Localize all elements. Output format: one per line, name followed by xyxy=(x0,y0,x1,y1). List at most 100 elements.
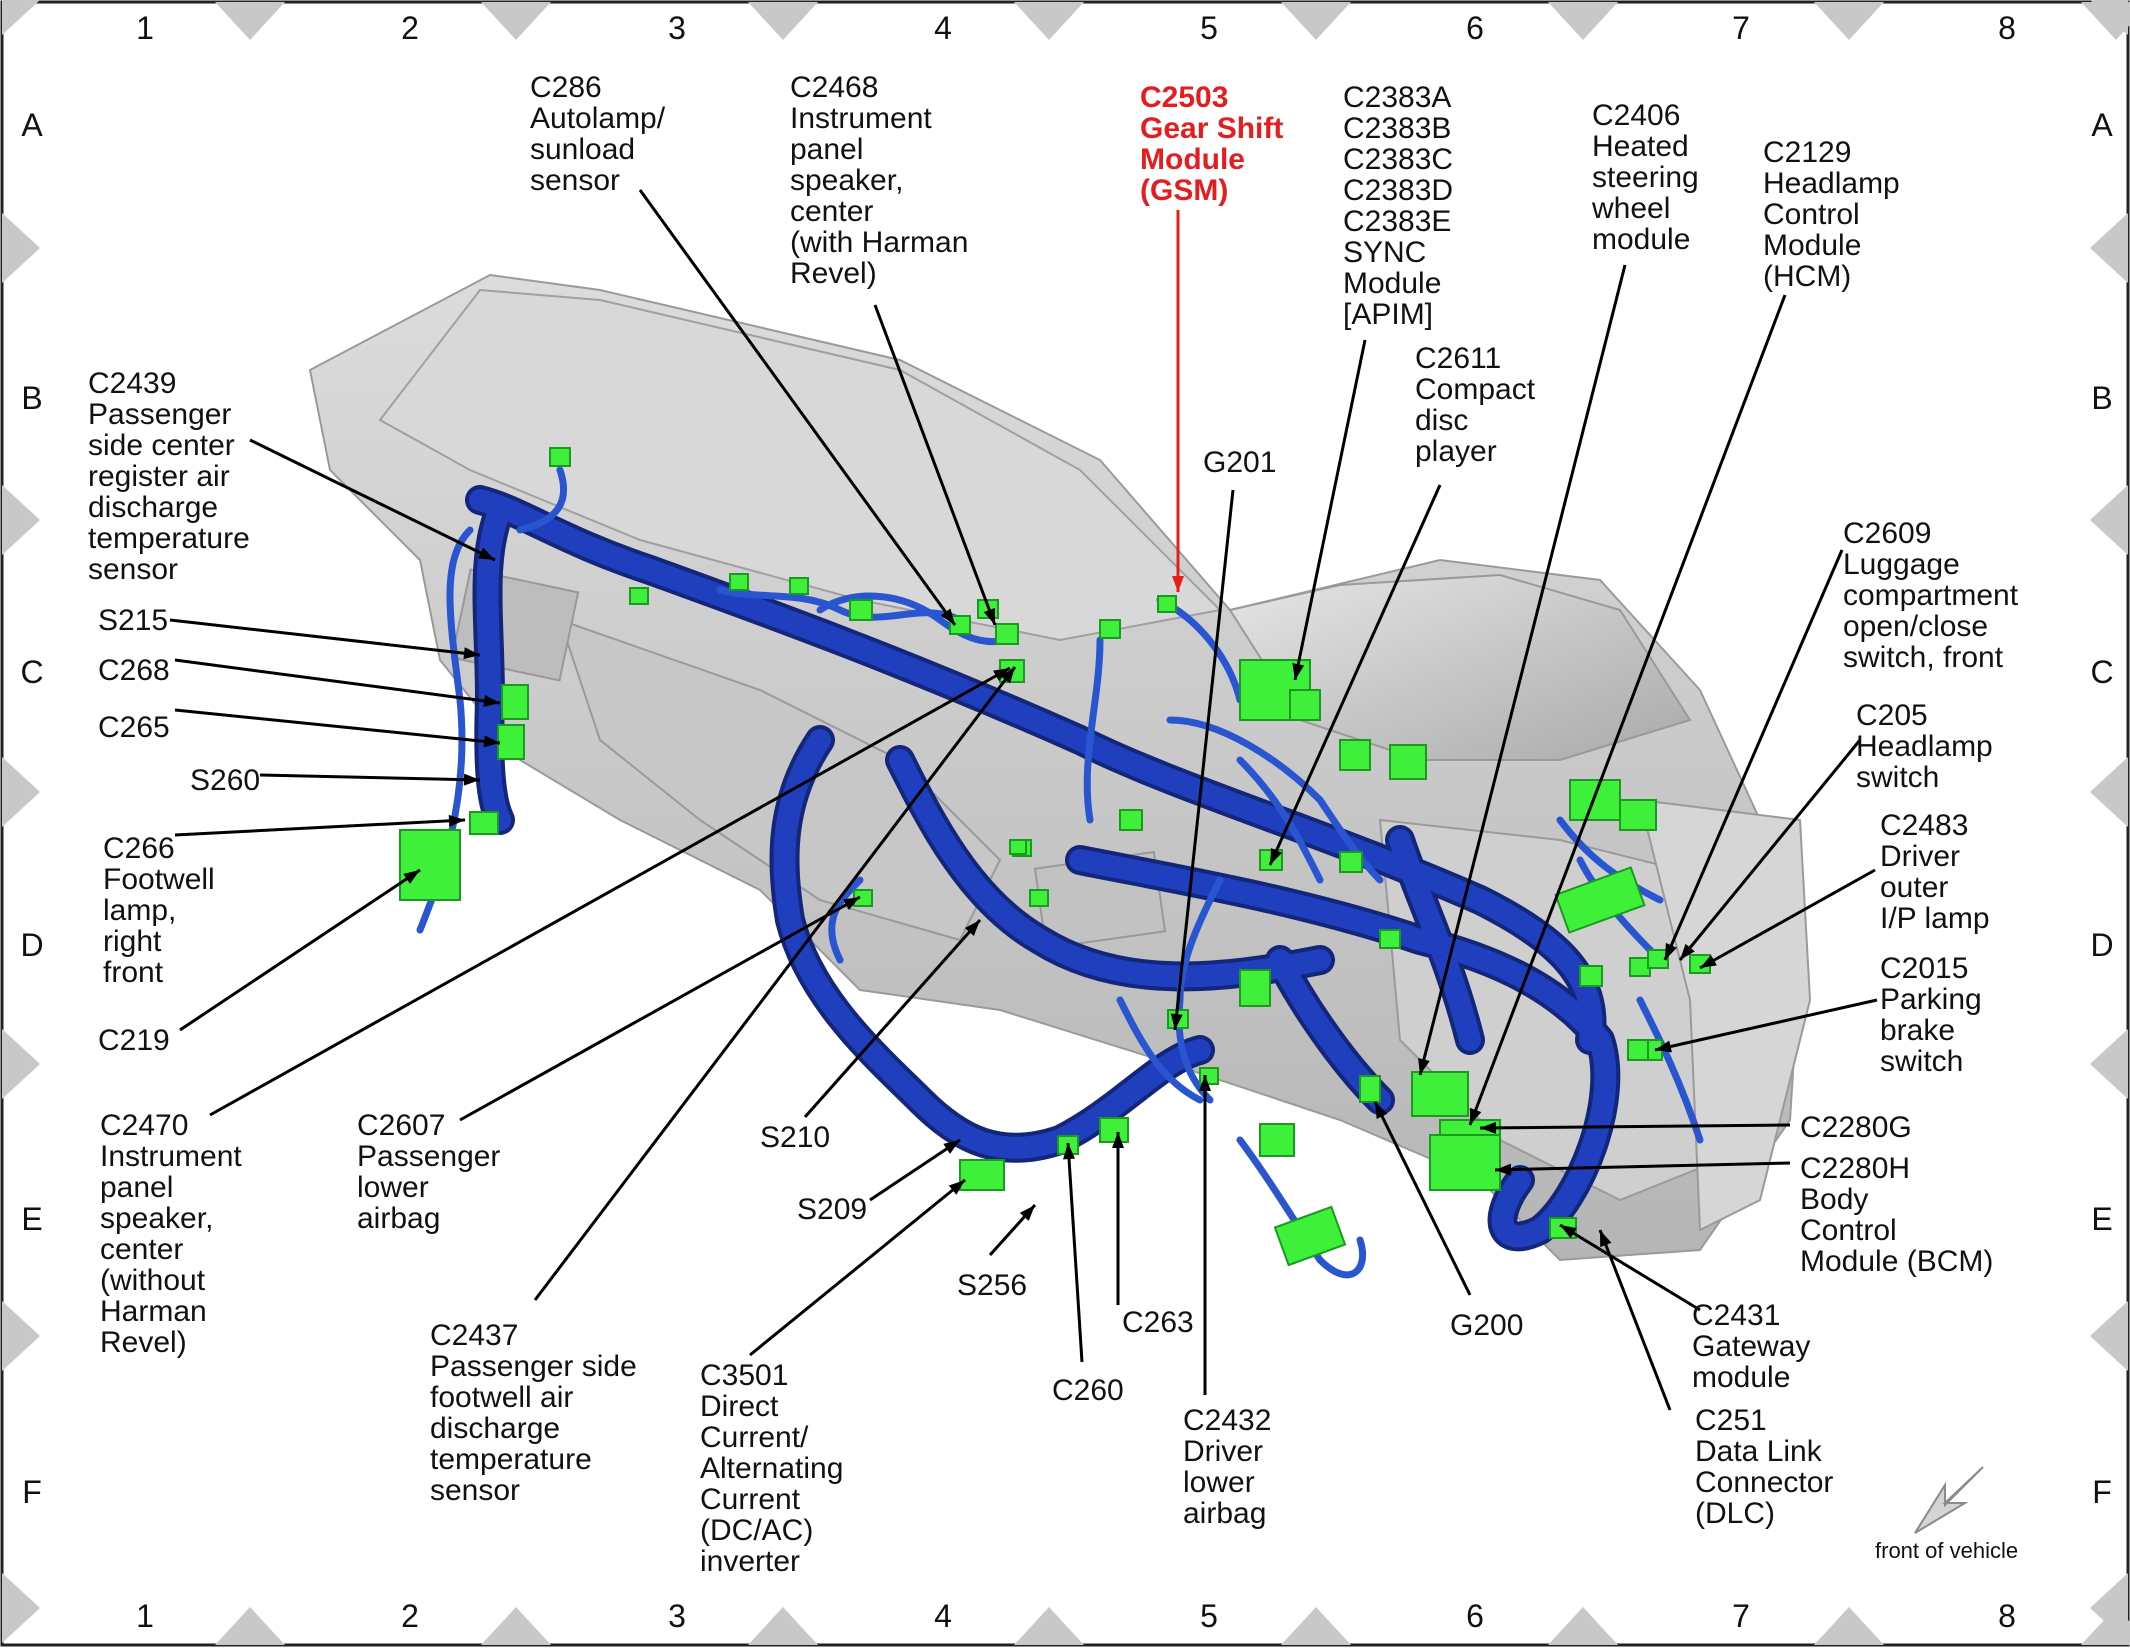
callout-s210: S210 xyxy=(760,1122,830,1153)
callout-line: C265 xyxy=(98,711,170,744)
callout-line: S260 xyxy=(190,764,261,797)
leader-arrowhead xyxy=(1470,1107,1482,1125)
callout-line: compartment xyxy=(1843,579,2019,612)
callout-line: G201 xyxy=(1203,446,1277,479)
callout-line: C2383A xyxy=(1343,81,1452,114)
grid-edge-marker xyxy=(2090,1301,2128,1371)
callout-line: Gateway xyxy=(1692,1330,1811,1363)
leader-c2609 xyxy=(1663,549,1844,961)
wiring-harness xyxy=(416,466,1704,1279)
callout-line: center xyxy=(790,195,874,228)
callout-line: (HCM) xyxy=(1763,260,1852,293)
callout-line: Footwell xyxy=(103,863,215,896)
callout-line: Passenger side xyxy=(430,1350,637,1383)
grid-edge-marker xyxy=(1814,1607,1884,1645)
grid-edge-marker xyxy=(1014,1607,1084,1645)
leader-c260 xyxy=(1066,1142,1084,1363)
callout-line: module xyxy=(1692,1361,1791,1394)
callout-line: sunload xyxy=(530,133,636,166)
callout-line: side center xyxy=(88,429,235,462)
callout-line: (with Harman xyxy=(790,226,969,259)
callout-line: C2383C xyxy=(1343,143,1454,176)
callout-line: C2439 xyxy=(88,367,177,400)
grid-column-label: 7 xyxy=(1732,1598,1750,1634)
callout-line: right xyxy=(103,925,162,958)
callout-line: sensor xyxy=(530,164,621,197)
callout-line: C2406 xyxy=(1592,99,1681,132)
callout-line: C2607 xyxy=(357,1109,446,1142)
callout-line: Driver xyxy=(1880,840,1960,873)
callout-line: switch, front xyxy=(1843,641,2004,674)
callout-c2280g: C2280G xyxy=(1800,1112,1912,1143)
leader-arrowhead xyxy=(463,647,480,660)
callout-line: C251 xyxy=(1695,1404,1767,1437)
grid-row-label: A xyxy=(2091,107,2113,143)
callout-line: sensor xyxy=(430,1474,521,1507)
callout-g200: G200 xyxy=(1450,1310,1523,1341)
leader-c2406 xyxy=(1418,264,1627,1076)
callout-line: open/close xyxy=(1843,610,1989,643)
callout-line: register air xyxy=(88,460,230,493)
callout-line: C263 xyxy=(1122,1306,1194,1339)
callout-line: Instrument xyxy=(790,102,932,135)
callout-line: C205 xyxy=(1856,699,1928,732)
grid-row-label: E xyxy=(21,1201,43,1237)
grid-row-label: C xyxy=(20,654,44,690)
grid-row-label: D xyxy=(20,927,44,963)
callout-line: G200 xyxy=(1450,1309,1524,1342)
grid-column-label: 2 xyxy=(401,1598,419,1634)
callout-line: Gear Shift xyxy=(1140,112,1284,145)
grid-edge-marker xyxy=(481,2,551,40)
callout-line: C2437 xyxy=(430,1319,519,1352)
grid-edge-marker xyxy=(2,485,40,555)
leader-arrowhead xyxy=(483,735,500,748)
leader-c2439 xyxy=(249,438,496,562)
grid-column-label: 2 xyxy=(401,10,419,46)
grid-column-label: 8 xyxy=(1998,10,2016,46)
leader-arrowhead xyxy=(983,607,995,625)
callout-line: S210 xyxy=(760,1121,831,1154)
leader-arrowhead xyxy=(1560,1225,1577,1239)
leader-arrowhead xyxy=(964,920,980,936)
callout-line: brake xyxy=(1880,1014,1956,1047)
grid-edge-marker xyxy=(748,2,818,40)
callout-line: temperature xyxy=(88,522,250,555)
grid-column-label: 3 xyxy=(668,10,686,46)
callout-line: discharge xyxy=(88,491,219,524)
callout-line: C286 xyxy=(530,71,602,104)
callout-line: lower xyxy=(357,1171,429,1204)
leader-lines xyxy=(169,189,1878,1411)
callout-line: switch xyxy=(1856,761,1940,794)
callout-line: panel xyxy=(790,133,864,166)
leader-arrowhead xyxy=(1172,576,1184,592)
callout-line: Passenger xyxy=(357,1140,501,1173)
grid-row-label: C xyxy=(2090,654,2114,690)
leader-s210 xyxy=(803,919,982,1118)
callout-line: disc xyxy=(1415,404,1469,437)
leader-arrowhead xyxy=(1665,942,1677,960)
leader-arrowhead xyxy=(1375,1102,1388,1120)
callout-line: (GSM) xyxy=(1140,174,1229,207)
grid-edge-marker xyxy=(215,2,285,40)
callout-line: front xyxy=(103,956,164,989)
leader-c2437 xyxy=(533,666,1017,1301)
callout-line: Heated xyxy=(1592,130,1689,163)
callout-line: C2129 xyxy=(1763,136,1852,169)
leader-arrowhead xyxy=(940,608,955,625)
grid-edge-marker xyxy=(1281,2,1351,40)
leader-c2468 xyxy=(873,304,997,626)
callout-line: SYNC xyxy=(1343,236,1427,269)
callout-line: C2468 xyxy=(790,71,879,104)
grid-row-label: D xyxy=(2090,927,2114,963)
callout-line: footwell air xyxy=(430,1381,574,1414)
callout-line: C2383E xyxy=(1343,205,1452,238)
callout-line: Headlamp xyxy=(1856,730,1993,763)
callout-line: switch xyxy=(1880,1045,1964,1078)
